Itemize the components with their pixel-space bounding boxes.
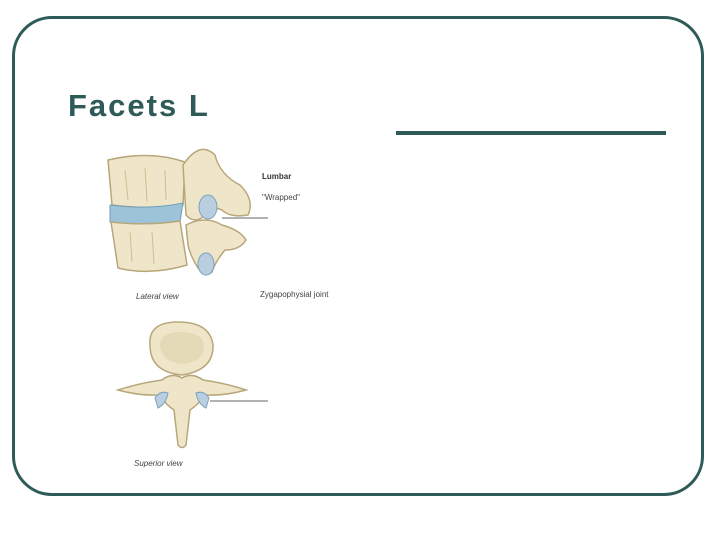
label-zygapophysial-joint: Zygapophysial joint: [260, 290, 329, 299]
superior-view-drawing: [115, 321, 268, 449]
lateral-view-drawing: [107, 148, 268, 276]
label-lateral-view: Lateral view: [136, 292, 179, 301]
label-wrapped: "Wrapped": [262, 193, 300, 202]
title-underline: [396, 131, 666, 135]
slide-title: Facets L: [68, 88, 210, 123]
label-superior-view: Superior view: [134, 459, 183, 468]
label-lumbar: Lumbar: [262, 172, 292, 181]
